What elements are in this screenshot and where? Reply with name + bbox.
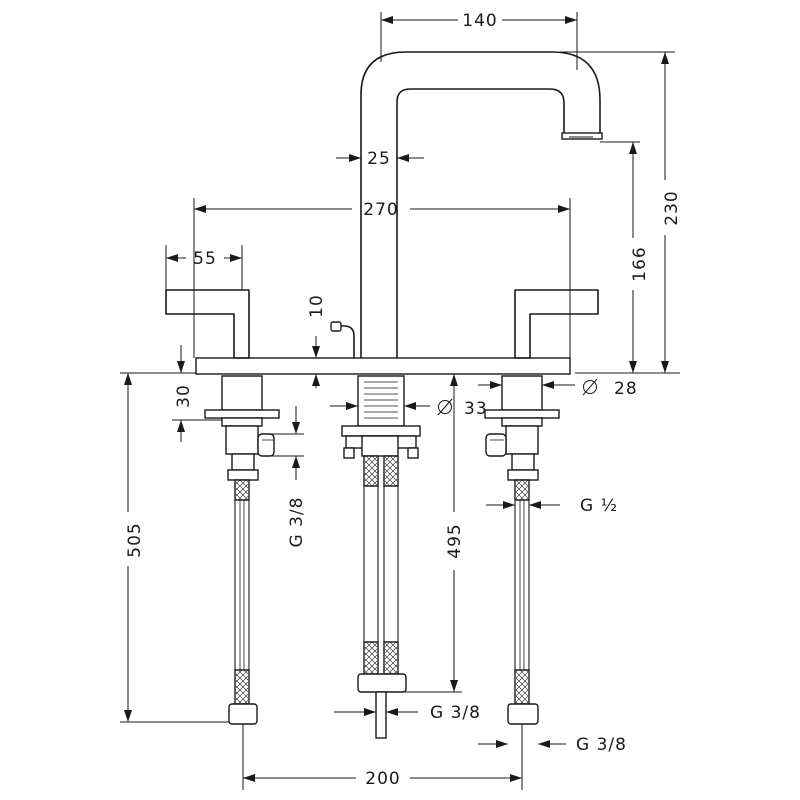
dim-spread: 270	[193, 198, 571, 358]
right-hose	[507, 479, 539, 725]
label-55: 55	[193, 249, 217, 269]
label-140: 140	[462, 11, 497, 31]
dim-spout-diameter: 25	[336, 149, 424, 169]
right-hose-nut	[507, 703, 539, 725]
label-28: 28	[614, 379, 638, 399]
dim-handle-length: 55	[165, 245, 243, 290]
center-hoses	[357, 455, 407, 739]
dim-hose-length-left: 505	[120, 372, 229, 723]
left-hose-nut	[228, 703, 258, 725]
label-g38-left: G 3/8	[287, 497, 307, 548]
dim-hose-length-center: 495	[404, 374, 465, 693]
label-30: 30	[174, 384, 194, 408]
dim-spout-shank-diameter: 33	[330, 398, 488, 419]
label-g38-center: G 3/8	[430, 703, 481, 723]
left-handle	[165, 289, 250, 359]
center-hose-connector	[357, 673, 407, 693]
label-g38-right: G 3/8	[576, 735, 627, 755]
spout	[360, 51, 603, 361]
mounting-bracket	[341, 425, 421, 437]
label-505: 505	[125, 522, 145, 557]
label-166: 166	[630, 246, 650, 281]
label-10: 10	[307, 294, 327, 318]
center-shank	[341, 375, 421, 459]
right-valve	[484, 375, 560, 481]
dim-shank-diameter: 28	[478, 378, 638, 399]
dim-thread-left: G 3/8	[262, 406, 307, 547]
label-33: 33	[464, 399, 488, 419]
dim-spout-height: 166	[600, 141, 650, 373]
label-270: 270	[363, 200, 398, 220]
label-200: 200	[365, 769, 400, 789]
left-valve	[204, 375, 280, 481]
dim-hose-spacing: 200	[242, 724, 523, 790]
aerator	[561, 132, 603, 140]
label-25: 25	[367, 149, 391, 169]
label-230: 230	[662, 190, 682, 225]
dim-pop-up-height: 10	[307, 294, 327, 388]
dim-thread-right-valve: G ½	[486, 496, 618, 516]
right-handle	[514, 289, 599, 359]
label-495: 495	[445, 523, 465, 558]
pop-up-rod	[330, 321, 355, 359]
dim-thread-right: G 3/8	[478, 735, 627, 755]
deck-plate	[195, 357, 571, 375]
dim-spout-reach: 140	[380, 11, 578, 70]
dim-total-height: 230	[560, 51, 682, 374]
dim-thread-center: G 3/8	[334, 703, 481, 723]
left-hose	[228, 479, 258, 725]
label-g12: G ½	[580, 496, 618, 516]
dim-deck-thickness: 30	[172, 345, 222, 442]
